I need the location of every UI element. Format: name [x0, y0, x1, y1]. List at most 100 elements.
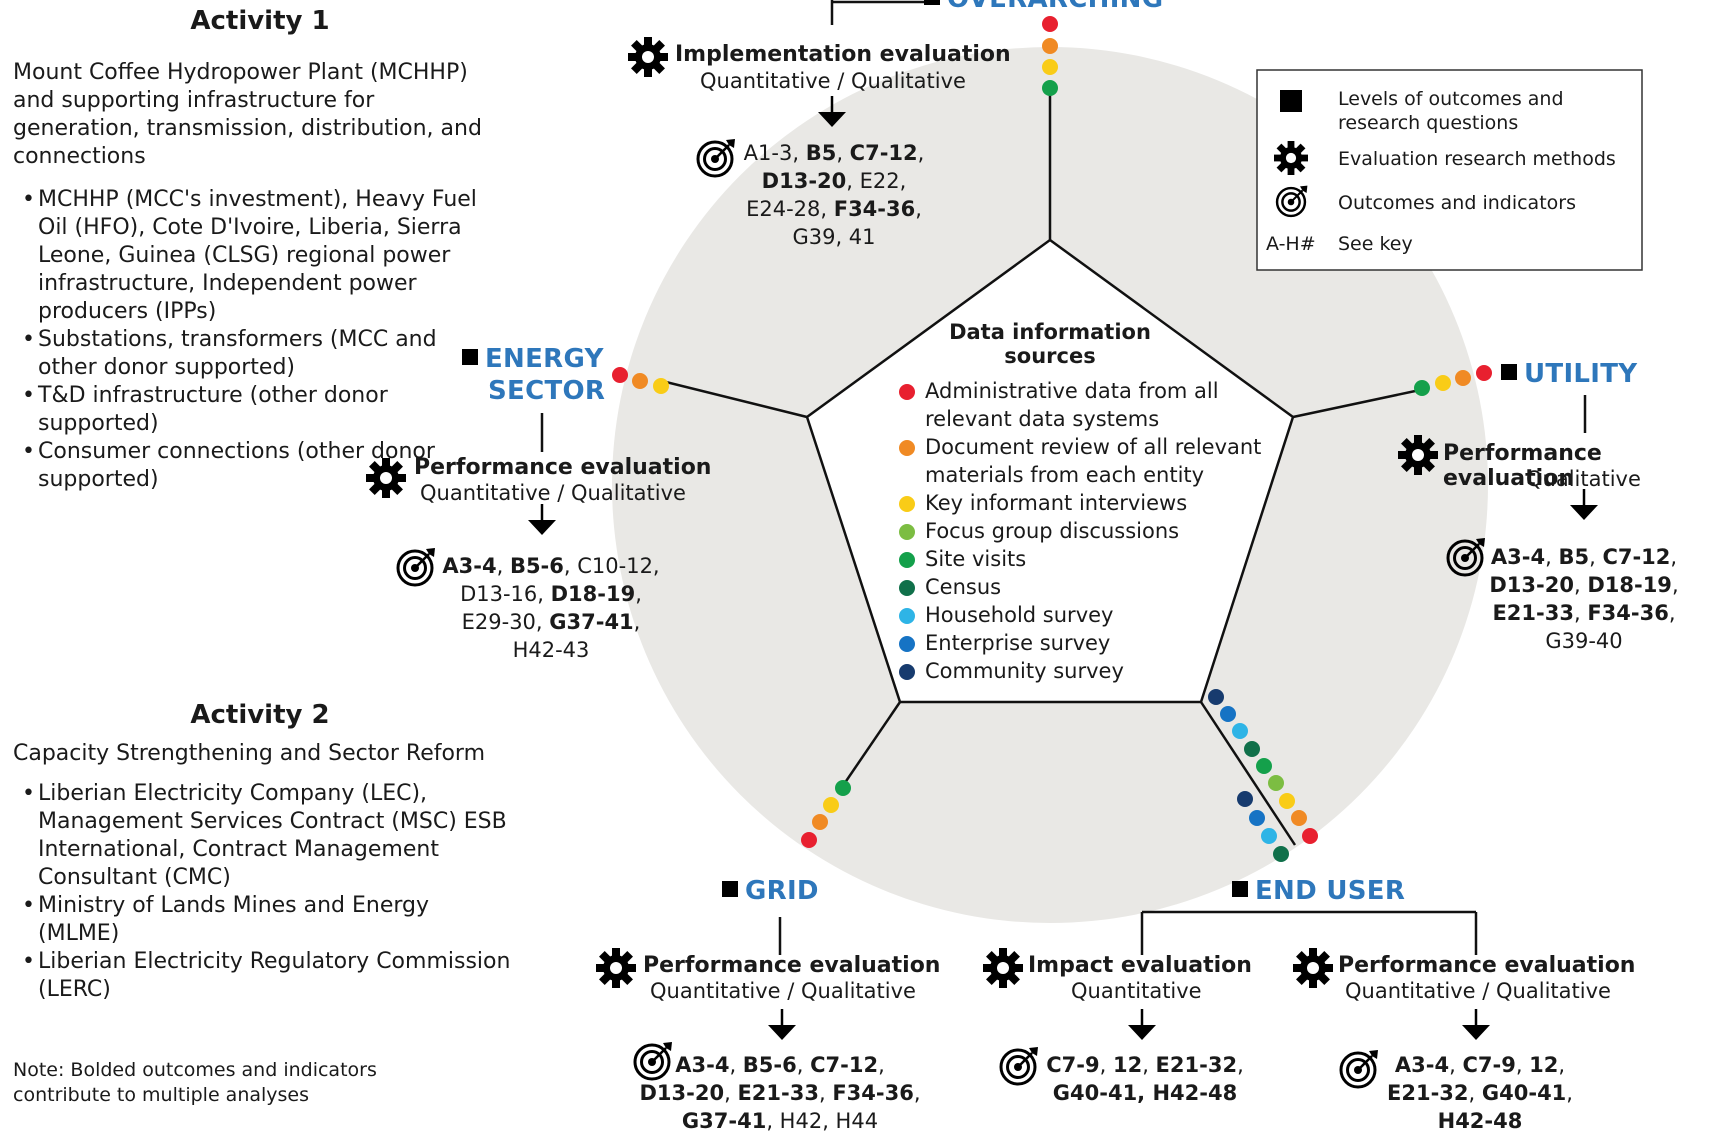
data-source-dot-icon: [899, 636, 915, 652]
outcome-bold: D13-20: [761, 169, 847, 193]
outcome-bold: C7-12: [1602, 545, 1671, 569]
outcome-text: ,: [878, 1053, 885, 1077]
target-icon: [396, 546, 437, 587]
data-source-item: Administrative data from all relevant da…: [899, 377, 1279, 433]
outcome-line: G40-41, H42-48: [1040, 1079, 1250, 1107]
outcome-bold: 12: [1529, 1053, 1559, 1077]
outcome-line: G37-41, H42, H44: [630, 1107, 930, 1135]
outcome-bold: A3-4: [675, 1053, 730, 1077]
data-source-label: Site visits: [925, 547, 1027, 571]
energy-sector-outcomes: A3-4, B5-6, C10-12,D13-16, D18-19,E29-30…: [436, 552, 666, 664]
outcome-line: E24-28, F34-36,: [724, 195, 944, 223]
outcome-line: A3-4, C7-9, 12,: [1380, 1051, 1580, 1079]
outcome-text: ,: [1515, 1053, 1530, 1077]
outcome-text: ,: [1670, 545, 1678, 569]
dots-end-user: [1208, 689, 1318, 862]
outcome-bold: E21-32: [1155, 1053, 1238, 1077]
target-icon: [999, 1045, 1040, 1086]
arrow-end-user-performance: [1460, 1007, 1492, 1042]
outcome-bold: B5: [1558, 545, 1590, 569]
outcome-bold: C7-9: [1462, 1053, 1516, 1077]
outcome-line: H42-43: [436, 636, 666, 664]
outcome-text: ,: [1237, 1053, 1244, 1077]
outcome-line: D13-20, D18-19,: [1474, 571, 1694, 599]
outcome-text: G39, 41: [792, 225, 876, 249]
spoke-grid: [838, 701, 902, 791]
data-source-dot-icon: [899, 552, 915, 568]
data-source-item: Key informant interviews: [899, 489, 1279, 517]
gear-icon: [628, 37, 668, 77]
activity-2-bullet: Liberian Electricity Regulatory Commissi…: [14, 948, 514, 1004]
level-end-user: END USER: [1232, 875, 1405, 907]
outcome-text: ,: [1573, 573, 1588, 597]
outcome-text: ,: [633, 610, 641, 634]
legend-methods-label: Evaluation research methods: [1338, 148, 1616, 170]
data-source-label: Key informant interviews: [925, 491, 1188, 515]
outcome-bold: D13-20: [639, 1081, 725, 1105]
level-overarching: OVERARCHING: [924, 0, 1163, 12]
grid-outcomes: A3-4, B5-6, C7-12,D13-20, E21-33, F34-36…: [630, 1051, 930, 1135]
outcome-text: E29-30,: [461, 610, 550, 634]
activity-1-description: Mount Coffee Hydropower Plant (MCHHP) an…: [13, 60, 482, 169]
activity-2-bullet: Liberian Electricity Company (LEC), Mana…: [14, 780, 514, 892]
data-source-item: Census: [899, 573, 1279, 601]
outcome-text: ,: [913, 1081, 921, 1105]
arrow-grid: [766, 1007, 798, 1042]
outcome-text: ,: [724, 1081, 738, 1105]
outcome-text: ,: [1449, 1053, 1463, 1077]
energy-sector-method-type: Quantitative / Qualitative: [420, 481, 686, 505]
overarching-method: Implementation evaluation: [675, 42, 1011, 67]
data-source-dot-icon: [899, 524, 915, 540]
energy-sector-method: Performance evaluation: [414, 455, 712, 480]
gear-icon: [1293, 948, 1333, 988]
outcome-bold: H42-48: [1437, 1109, 1523, 1133]
data-source-item: Enterprise survey: [899, 629, 1279, 657]
outcome-text: ,: [818, 1081, 833, 1105]
level-square-icon: [462, 348, 478, 365]
outcome-bold: E21-33: [1492, 601, 1574, 625]
outcome-text: , H42, H44: [766, 1109, 879, 1133]
outcome-line: G39-40: [1474, 627, 1694, 655]
outcome-bold: D13-20: [1489, 573, 1574, 597]
level-energy-sector: ENERGY SECTOR: [462, 343, 605, 407]
utility-method: Performance evaluation: [1443, 441, 1602, 491]
data-source-item: Site visits: [899, 545, 1279, 573]
outcome-line: H42-48: [1380, 1107, 1580, 1135]
data-source-label: Census: [925, 575, 1002, 599]
outcome-bold: B5-6: [742, 1053, 797, 1077]
outcome-bold: A3-4: [442, 554, 497, 578]
outcome-bold: G37-41: [549, 610, 634, 634]
end-user-impact-outcomes: C7-9, 12, E21-32,G40-41, H42-48: [1040, 1051, 1250, 1107]
outcome-text: ,: [796, 1053, 811, 1077]
outcome-text: ,: [915, 197, 922, 221]
data-source-item: Focus group discussions: [899, 517, 1279, 545]
activity-1-bullet: Substations, transformers (MCC and other…: [14, 326, 489, 382]
spoke-utility: [1292, 388, 1421, 419]
spoke-energy-sector: [657, 378, 808, 419]
utility-outcomes: A3-4, B5, C7-12,D13-20, D18-19,E21-33, F…: [1474, 543, 1694, 655]
outcome-text: , C10-12,: [563, 554, 660, 578]
activity-2-bullets: Liberian Electricity Company (LEC), Mana…: [14, 780, 514, 1004]
outcome-text: ,: [1573, 601, 1588, 625]
outcome-text: ,: [1142, 1053, 1156, 1077]
outcome-bold: F34-36: [833, 197, 916, 221]
outcome-text: G39-40: [1545, 629, 1623, 653]
dots-energy-sector: [612, 367, 669, 394]
data-source-item: Household survey: [899, 601, 1279, 629]
outcome-text: , E22,: [846, 169, 907, 193]
outcome-line: D13-20, E22,: [724, 167, 944, 195]
activity-2-description: Capacity Strengthening and Sector Reform: [13, 741, 486, 766]
data-source-dot-icon: [899, 664, 915, 680]
outcome-bold: A3-4: [1490, 545, 1546, 569]
outcome-line: A1-3, B5, C7-12,: [724, 139, 944, 167]
outcome-bold: 12: [1112, 1053, 1143, 1077]
outcome-bold: E21-33: [737, 1081, 819, 1105]
gear-icon: [596, 948, 636, 988]
data-source-item: Document review of all relevant material…: [899, 433, 1279, 489]
data-sources-pentagon: [805, 238, 1295, 704]
legend-key-text: See key: [1338, 233, 1413, 255]
end-user-impact-method: Impact evaluation: [1028, 953, 1252, 978]
overarching-outcomes: A1-3, B5, C7-12,D13-20, E22,E24-28, F34-…: [724, 139, 944, 251]
outcome-bold: B5-6: [509, 554, 564, 578]
outcome-text: ,: [1668, 601, 1676, 625]
